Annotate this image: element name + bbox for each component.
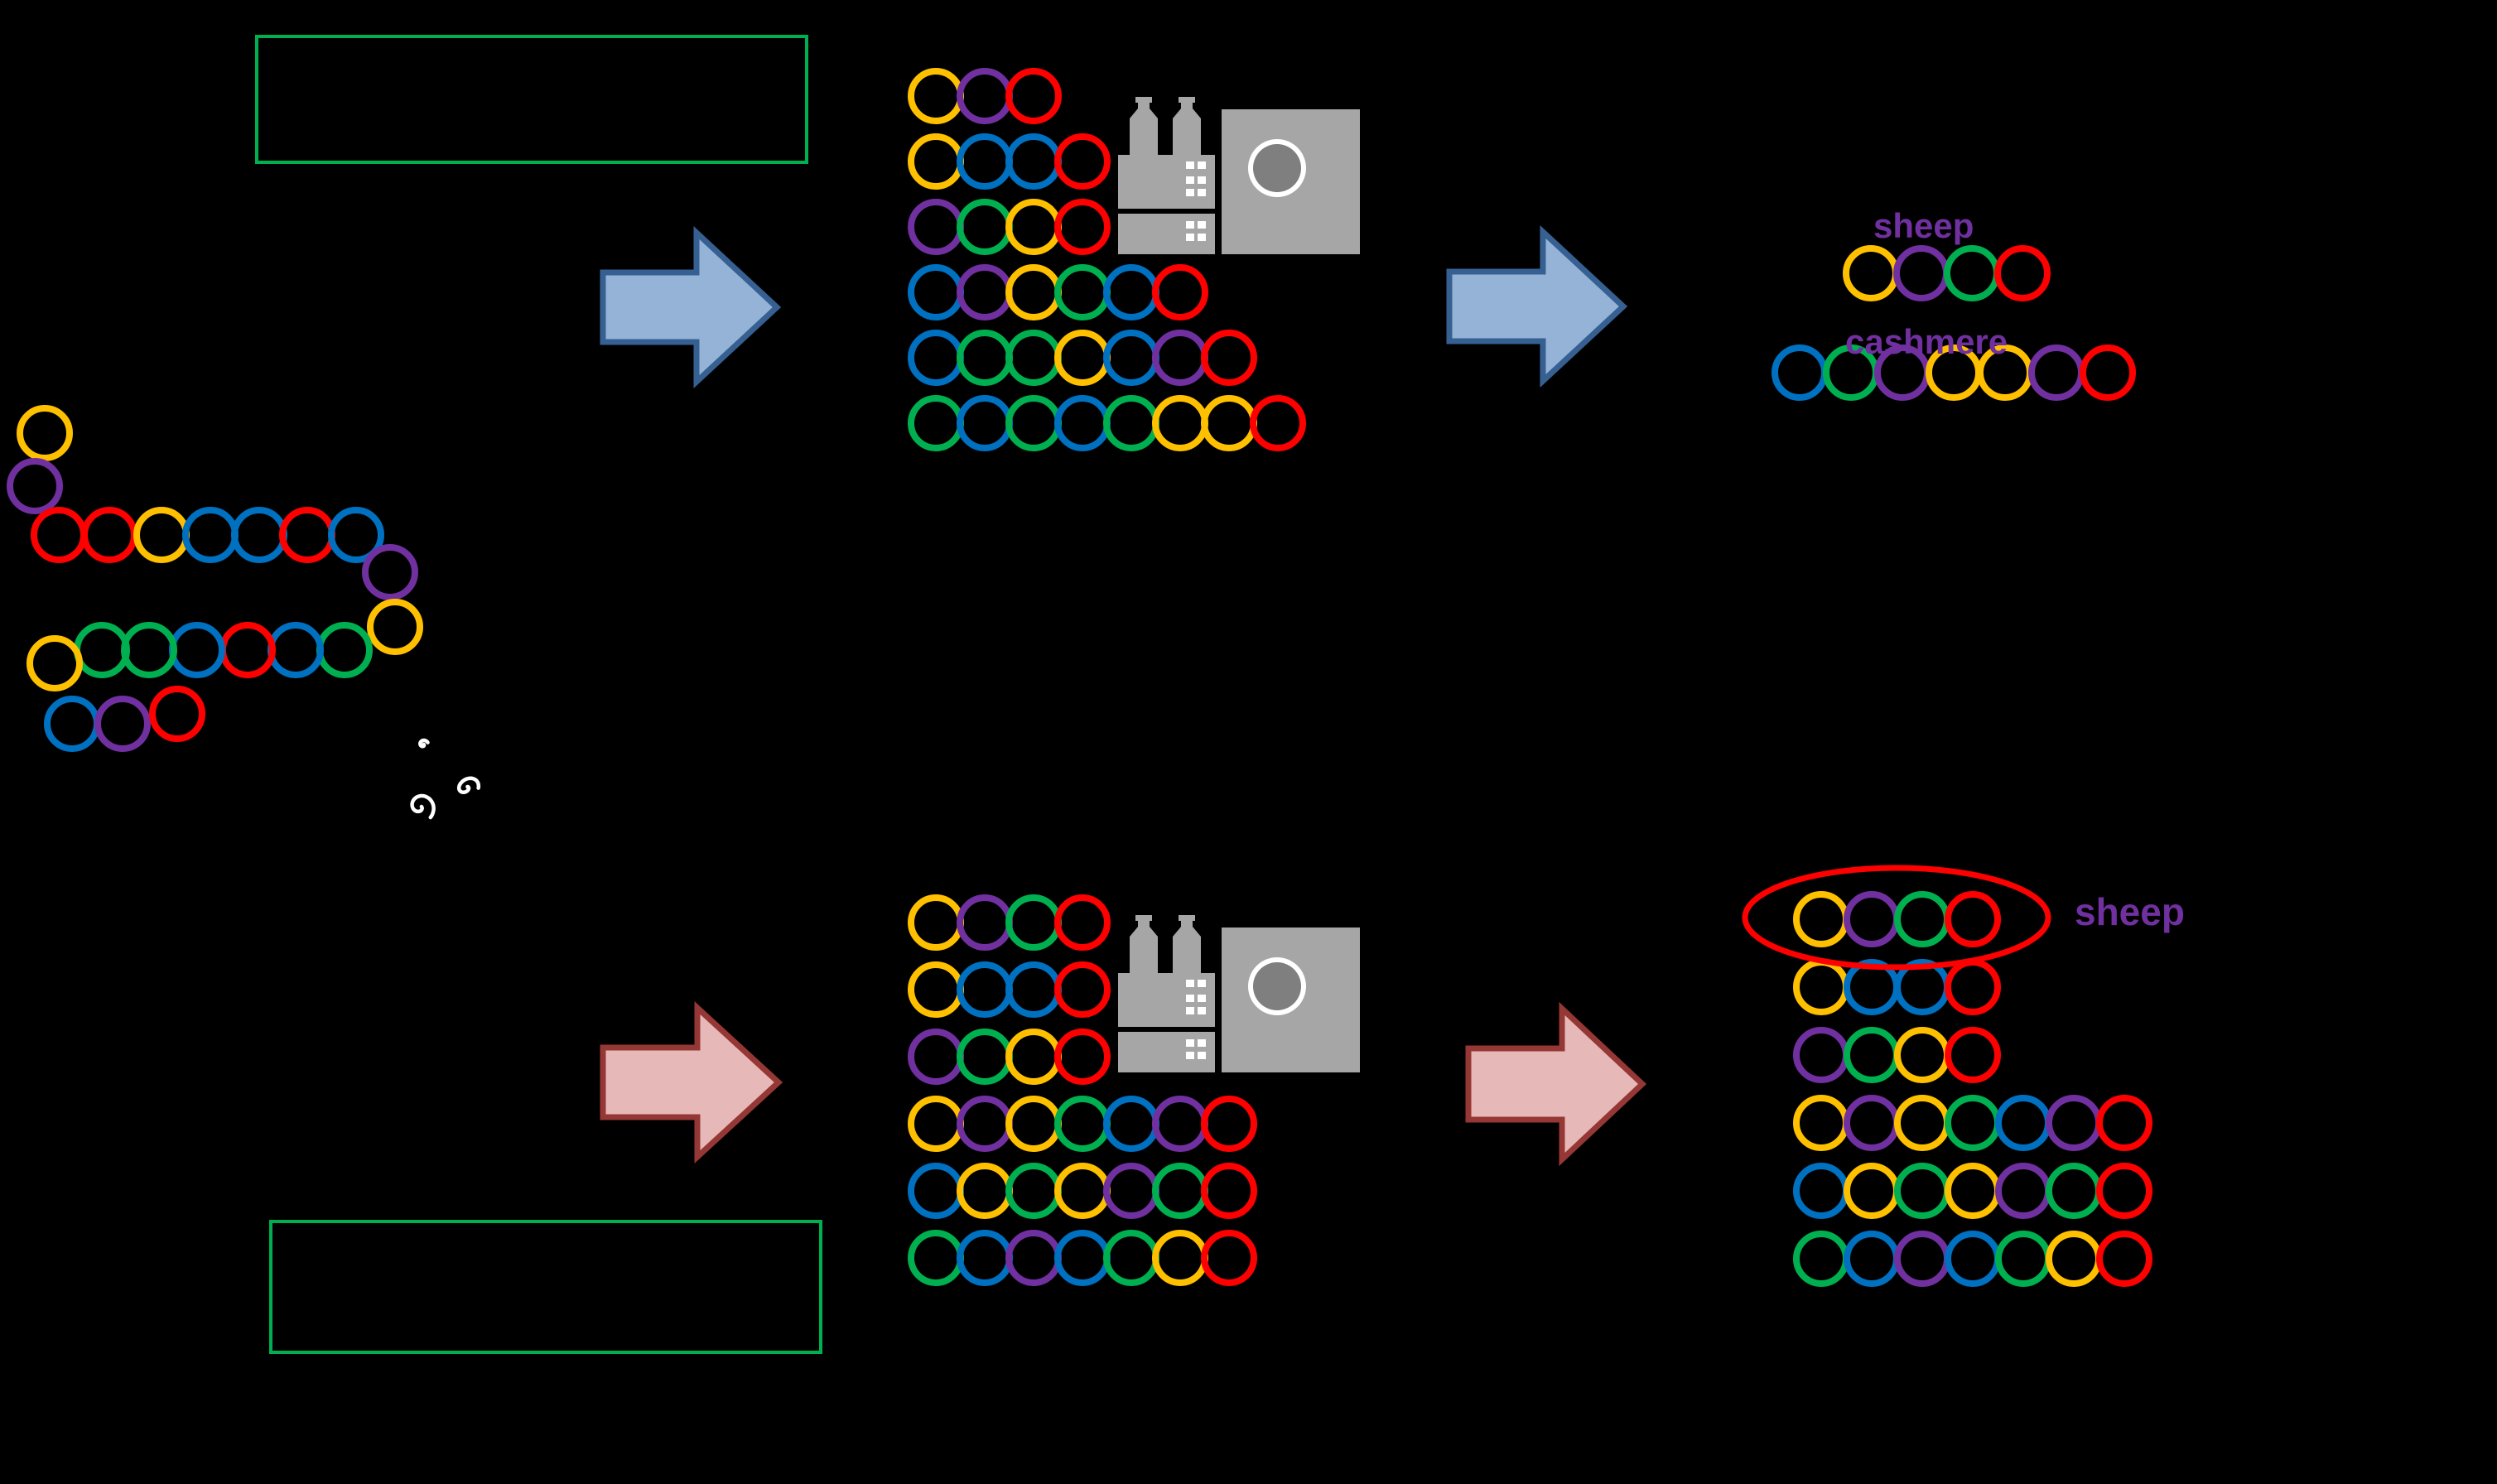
raw-strand-loop (149, 686, 205, 742)
arrow-top-left-blue-arrow (600, 225, 782, 389)
fiber-pile-top-loop (1054, 199, 1111, 255)
arrow-top-right-blue-arrow (1446, 224, 1628, 388)
sheep-highlight-ellipse (1742, 865, 2051, 971)
result-pile-bottom-loop (2096, 1163, 2152, 1219)
fiber-pile-top-loop (1201, 330, 1257, 386)
raw-strand-loop (7, 458, 63, 514)
factory-washer-icon (1118, 915, 1360, 1072)
arrow-bottom-right-red-arrow (1465, 1001, 1647, 1167)
cashmere-label: cashmere (1845, 322, 2008, 361)
green-box-bottom (269, 1220, 822, 1354)
raw-strand-loop (27, 635, 83, 691)
fiber-swirl-icon (410, 793, 436, 820)
raw-strand-loop (362, 544, 418, 600)
raw-strand-loop (367, 599, 423, 655)
fiber-swirl-icon (456, 776, 481, 794)
cashmere-strand-loop (2080, 344, 2136, 401)
arrow-bottom-left-red-arrow (600, 1001, 783, 1164)
washer-porthole-icon (1253, 962, 1301, 1010)
fiber-pile-top-loop (1152, 264, 1208, 320)
fiber-pile-bottom-loop (1054, 961, 1111, 1018)
fiber-pile-bottom-loop (1054, 894, 1111, 951)
factory-washer-icon (1118, 97, 1360, 254)
result-pile-bottom-loop (1945, 1027, 2001, 1083)
sheep-label-top: sheep (1873, 206, 1974, 245)
raw-strand-loop (94, 696, 151, 752)
raw-strand-loop (17, 405, 73, 461)
result-pile-bottom-loop (2096, 1231, 2152, 1287)
green-box-top (255, 35, 808, 164)
fiber-pile-bottom-loop (1201, 1230, 1257, 1286)
sheep-label-bottom: sheep (2075, 890, 2185, 933)
fiber-swirl-icon (417, 738, 430, 749)
raw-strand-loop (328, 507, 384, 563)
result-pile-bottom-loop (2096, 1095, 2152, 1151)
washer-porthole-icon (1253, 144, 1301, 192)
result-pile-bottom-loop (1945, 891, 2001, 947)
fiber-pile-top-loop (1054, 133, 1111, 190)
fiber-pile-bottom-loop (1201, 1096, 1257, 1152)
fiber-pile-bottom-loop (1054, 1029, 1111, 1085)
fiber-pile-bottom-loop (1201, 1163, 1257, 1219)
fiber-pile-top-loop (1005, 68, 1062, 124)
sheep-strand-loop (1994, 245, 2051, 301)
fiber-pile-top-loop (1250, 395, 1306, 451)
